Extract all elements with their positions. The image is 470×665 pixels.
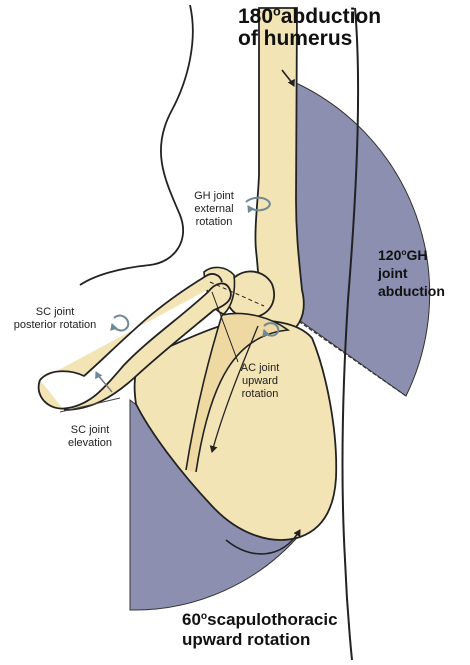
rotation-arrow-icon	[245, 196, 272, 214]
sc-posterior-rotation-line1: SC joint	[35, 306, 75, 318]
sc-elevation-baseline	[59, 397, 121, 413]
sector-edge	[293, 317, 407, 397]
ac-upward-rotation-line2: upward	[241, 375, 279, 387]
scapulothoracic-value: 60	[182, 610, 201, 629]
scapulothoracic-line2: upward rotation	[182, 630, 311, 649]
clavicle	[37, 273, 232, 411]
humerus-abduction-label: 180oabduction of humerus	[238, 4, 382, 50]
scapulothoracic-label: 60oscapulothoracic upward rotation	[182, 610, 338, 650]
sc-elevation-label: SC joint elevation	[62, 424, 118, 450]
ac-pointer-line	[211, 291, 239, 363]
gh-abduction-line3: abduction	[378, 283, 445, 299]
humeral-head	[225, 270, 275, 319]
humerus-abduction-line2: of humerus	[238, 27, 353, 50]
degree-symbol: o	[273, 4, 281, 19]
neck-outline	[79, 4, 194, 286]
scapular-spine	[185, 312, 291, 473]
curved-arrow-icon	[225, 529, 301, 555]
degree-symbol: o	[200, 610, 208, 622]
rotation-arrow-icon	[110, 314, 130, 332]
scapulothoracic-line1: scapulothoracic	[207, 610, 338, 629]
curved-arrow-icon	[281, 69, 295, 87]
ac-axis-line	[209, 281, 265, 307]
curved-arrow-icon	[95, 371, 113, 393]
gh-external-rotation-line1: GH joint	[194, 190, 234, 202]
curved-arrow-icon	[209, 325, 259, 453]
gh-abduction-line1: GH	[406, 247, 428, 263]
trunk-outline	[341, 7, 360, 661]
gh-abduction-label: 120oGH joint abduction	[378, 246, 445, 300]
ac-upward-rotation-line3: rotation	[241, 388, 279, 400]
humerus-abduction-line1: abduction	[280, 5, 382, 28]
gh-external-rotation-line2: external	[194, 203, 234, 215]
degree-symbol: o	[401, 246, 407, 257]
gh-abduction-sector	[291, 81, 431, 397]
ac-upward-rotation-line1: AC joint	[240, 362, 280, 374]
gh-abduction-line2: joint	[378, 265, 408, 281]
gh-external-rotation-line3: rotation	[195, 216, 233, 228]
sc-posterior-rotation-label: SC joint posterior rotation	[2, 306, 108, 332]
sc-posterior-rotation-line2: posterior rotation	[13, 319, 97, 331]
humerus-abduction-value: 180	[238, 5, 274, 28]
gh-external-rotation-label: GH joint external rotation	[182, 190, 246, 229]
ac-upward-rotation-label: AC joint upward rotation	[232, 362, 288, 401]
gh-abduction-value: 120	[378, 247, 402, 263]
sc-elevation-line2: elevation	[67, 437, 113, 449]
rotation-arrow-icon	[262, 322, 280, 337]
sc-elevation-line1: SC joint	[70, 424, 110, 436]
